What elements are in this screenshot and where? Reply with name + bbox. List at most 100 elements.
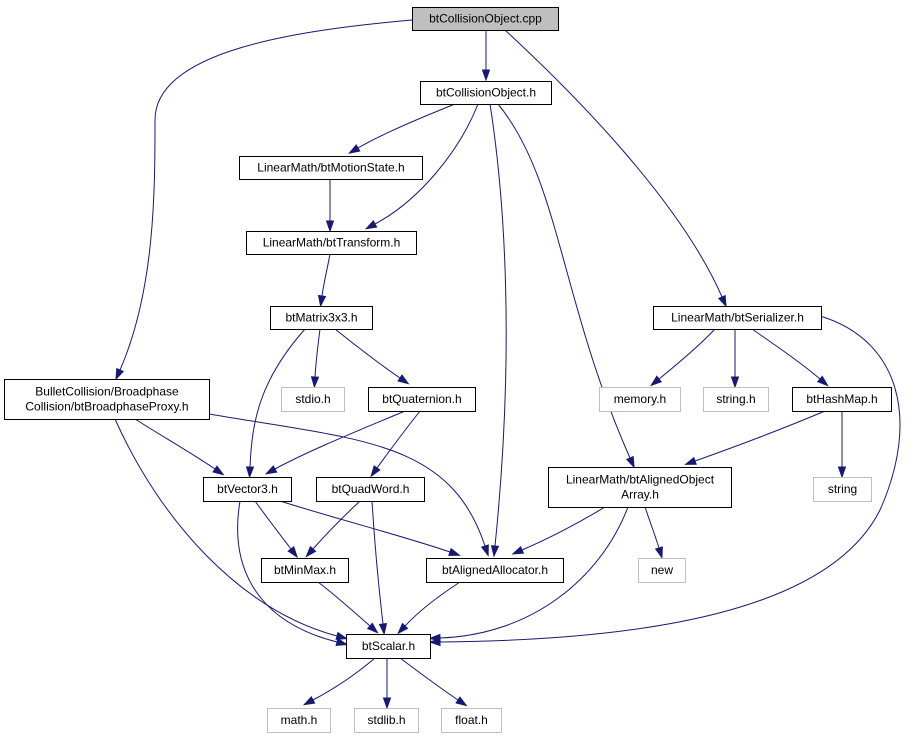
edge-quat-to-quadword [370,410,421,478]
edge-arrowhead [378,623,388,636]
edge-arrowhead [310,376,320,389]
node-quat[interactable]: btQuaternion.h [368,387,476,412]
node-quadword[interactable]: btQuadWord.h [316,477,425,502]
node-box [420,81,552,105]
edge-motion-to-transform [325,179,335,233]
edge-arrowhead [302,696,316,706]
edge-arrowhead [397,622,409,635]
node-stdlib: stdlib.h [354,708,419,733]
edge-line [521,506,606,551]
edge-arrowhead [397,374,410,385]
node-label: btCollisionObject.cpp [429,12,542,26]
edge-line [439,506,629,639]
node-label: Collision/btBroadphaseProxy.h [25,400,188,414]
node-math: math.h [267,708,331,733]
node-matrix[interactable]: btMatrix3x3.h [270,306,373,330]
node-label: memory.h [614,392,666,406]
edge-matrix-to-stdio [310,328,321,389]
edge-line [312,657,376,701]
node-label: btQuadWord.h [332,482,410,496]
edge-line [357,103,456,149]
node-box [368,387,476,412]
node-hashmap[interactable]: btHashMap.h [792,387,892,412]
node-box [203,477,292,502]
edge-hashmap-to-string [837,410,847,479]
edge-arrowhead [717,294,727,308]
edge-objarray-to-allocator [511,506,606,555]
node-label: btHashMap.h [806,392,877,406]
node-label: btAlignedAllocator.h [442,563,548,577]
edge-objarray-to-new [644,506,663,560]
node-box [548,467,732,508]
edge-arrowhead [348,144,361,154]
node-vector[interactable]: btVector3.h [203,477,292,502]
node-box [346,634,431,659]
edge-line [312,500,361,550]
node-label: btScalar.h [362,639,415,653]
node-label: BulletCollision/Broadphase [35,385,179,399]
edge-arrowhead [317,294,327,308]
node-label: btCollisionObject.h [436,86,536,100]
edge-line [334,328,401,379]
edge-line [321,253,331,297]
node-label: LinearMath/btTransform.h [263,236,401,250]
edge-line [279,500,451,553]
node-allocator[interactable]: btAlignedAllocator.h [426,558,564,583]
node-box [4,379,210,420]
edge-line [237,500,338,643]
edge-line [644,506,660,549]
edge-arrowhead [335,631,349,640]
edge-cpp-to-proxy [115,19,413,381]
edge-cpp-to-colobj [481,30,491,82]
node-label: string.h [716,392,755,406]
node-motion[interactable]: LinearMath/btMotionState.h [239,156,423,180]
node-new: new [638,558,686,583]
node-memory: memory.h [599,387,681,412]
edge-arrowhead [816,375,829,387]
node-label: stdio.h [295,392,330,406]
edge-line [114,418,338,637]
node-colobj[interactable]: btCollisionObject.h [420,81,552,105]
node-transform[interactable]: LinearMath/btTransform.h [246,231,417,255]
edge-line [374,103,479,225]
node-label: LinearMath/btSerializer.h [671,311,804,325]
edge-proxy-to-allocator [208,413,489,557]
edge-line [376,410,421,469]
node-string-h: string.h [703,387,769,412]
edge-scalar-to-stdlib [382,657,392,710]
edge-arrowhead [245,466,255,479]
edge-arrowhead [837,466,847,479]
node-scalar[interactable]: btScalar.h [346,634,431,659]
edge-arrowhead [115,367,125,381]
edge-arrowhead [480,544,489,557]
edge-transform-to-matrix [317,253,331,308]
edge-scalar-to-float [399,657,468,707]
edge-quadword-to-scalar [371,500,388,636]
edge-arrowhead [650,375,663,387]
edge-arrowhead [490,545,500,558]
edge-vector-to-minmax [254,500,298,559]
edge-arrowhead [511,545,525,555]
node-proxy[interactable]: BulletCollision/BroadphaseCollision/btBr… [4,379,210,420]
edge-line [274,410,406,470]
node-label: stdlib.h [367,713,405,727]
edge-line [439,315,901,643]
node-box [653,306,822,330]
edge-line [489,103,507,547]
edge-matrix-to-vector [245,328,306,479]
node-box [270,306,373,330]
edge-line [404,581,461,627]
edge-objarray-to-scalar [428,506,629,643]
node-cpp[interactable]: btCollisionObject.cpp [412,7,559,31]
edge-line [504,29,723,298]
node-label: Array.h [621,488,659,502]
edge-colobj-to-objarray [497,103,635,469]
node-serializer[interactable]: LinearMath/btSerializer.h [653,306,822,330]
edge-serializer-to-memory [650,328,716,387]
node-box [261,558,349,583]
node-minmax[interactable]: btMinMax.h [261,558,349,583]
edge-arrowhead [366,622,379,634]
edge-arrowhead [364,220,378,230]
